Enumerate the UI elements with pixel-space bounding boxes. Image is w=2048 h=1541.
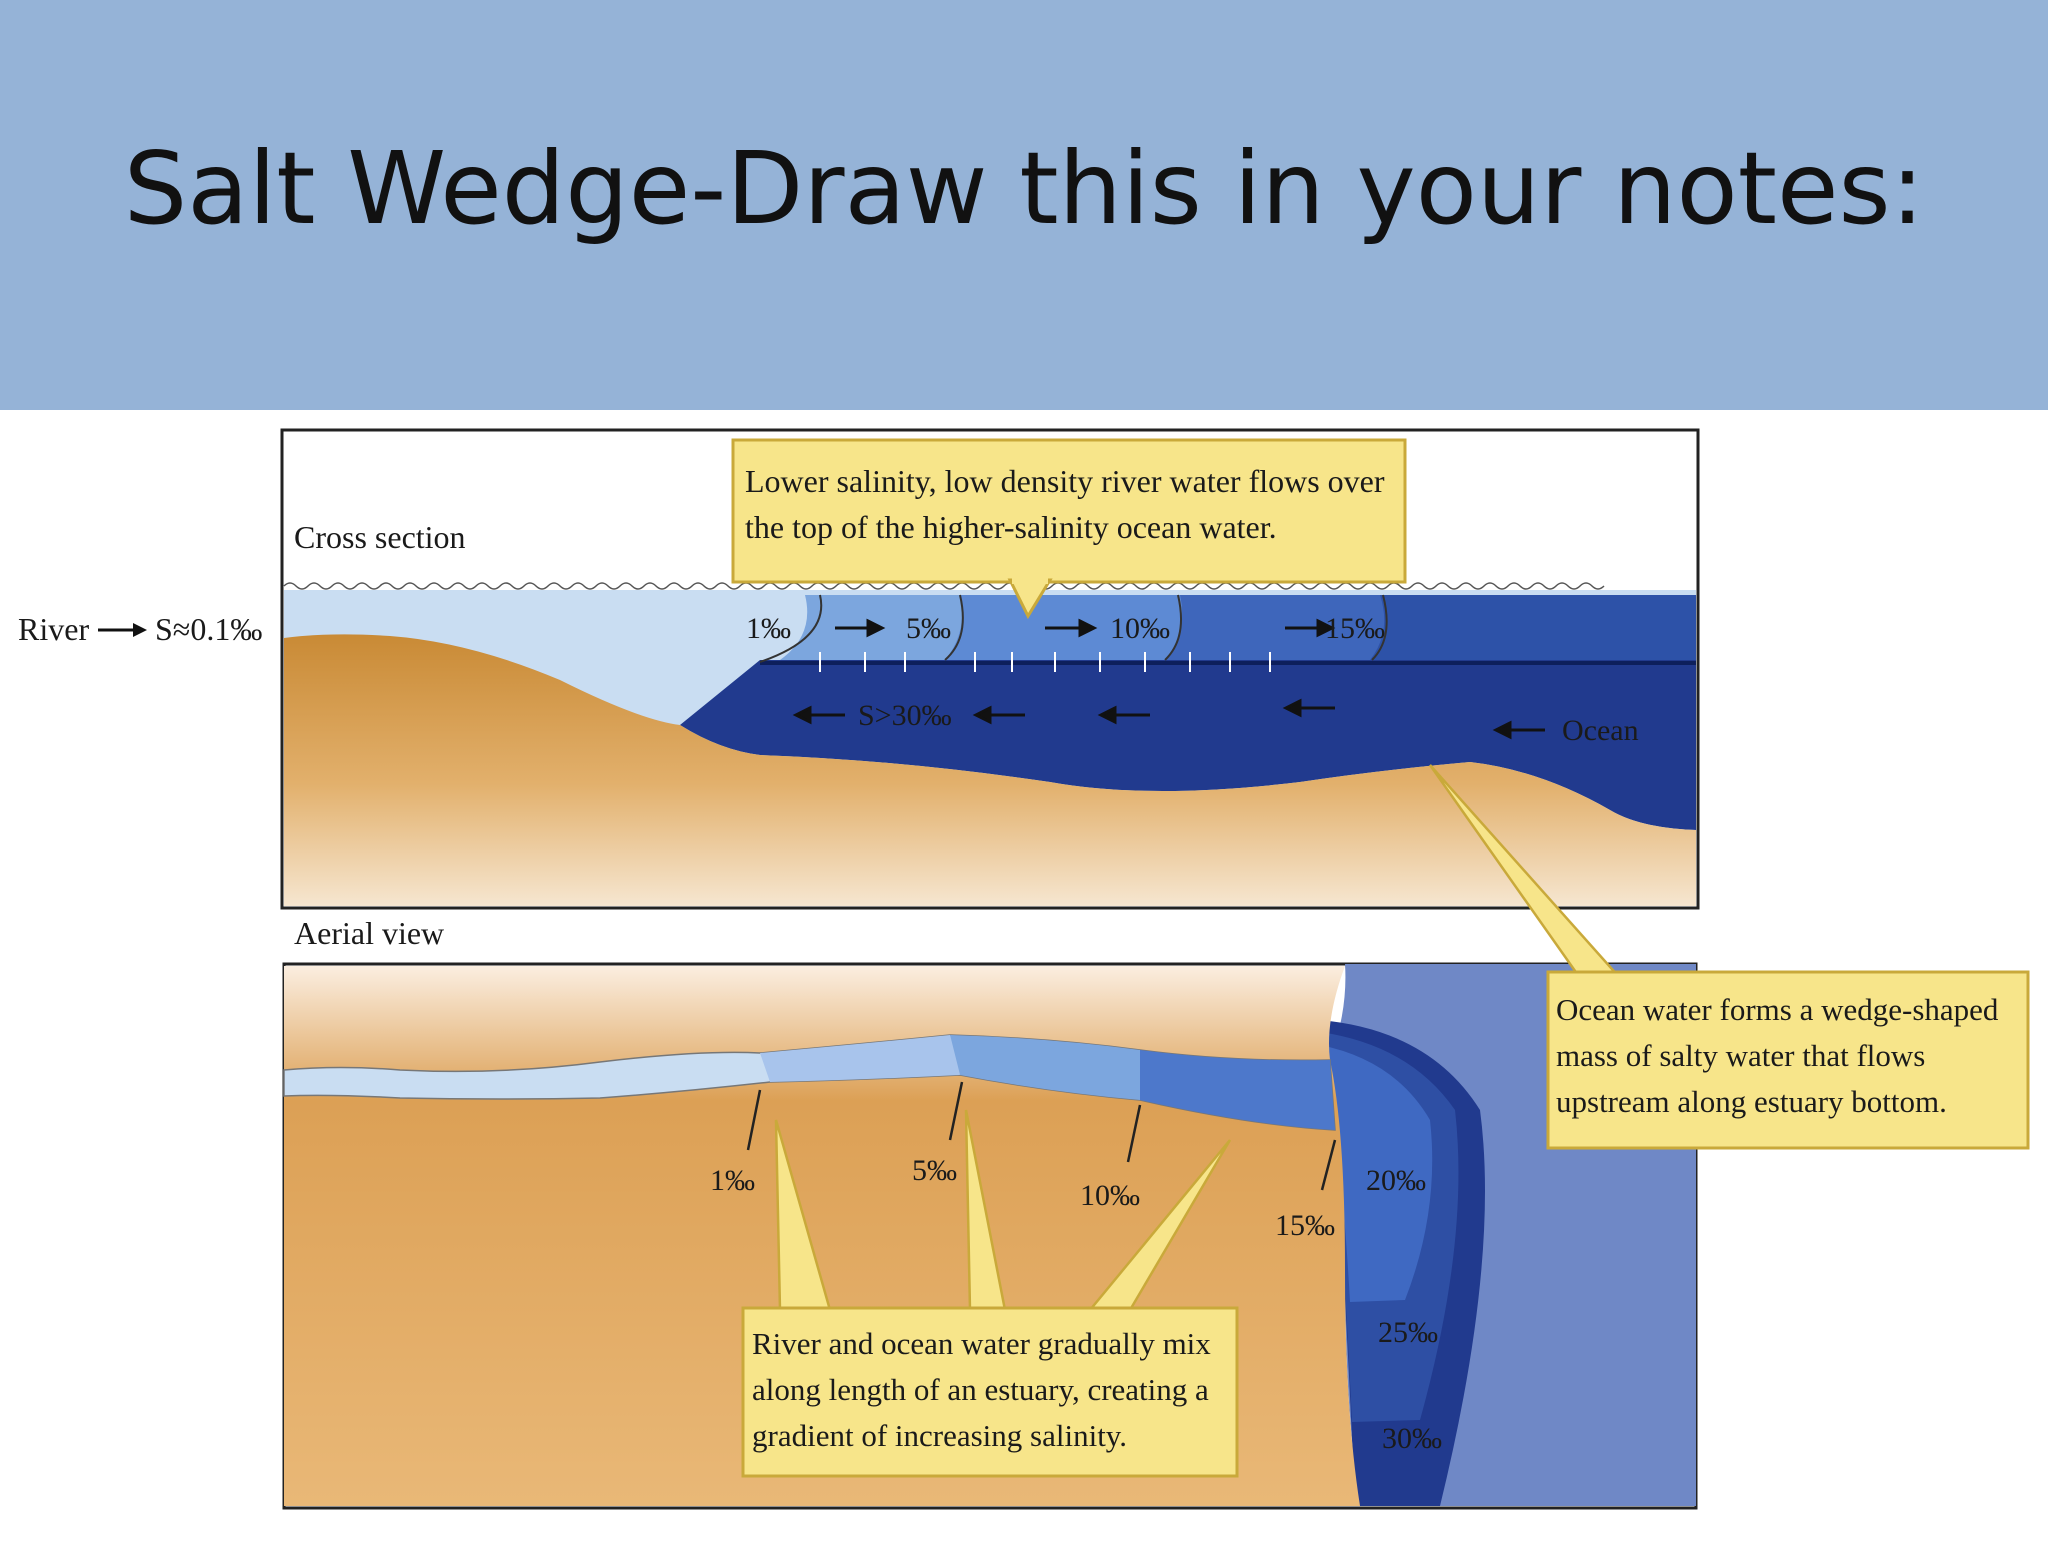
cross-section-label: Cross section [294, 519, 466, 555]
aerial-zone-20 [1320, 1045, 1433, 1302]
callout-bottom-line2: along length of an estuary, creating a [752, 1372, 1209, 1407]
ocean-label: Ocean [1562, 714, 1639, 747]
aerial-label-20: 20‰ [1366, 1164, 1426, 1197]
bottom-salinity-label: S>30‰ [858, 699, 952, 732]
salt-wedge-diagram: Cross section 1‰ 5‰ 10‰ 15‰ S>30‰ Ocean … [18, 428, 2030, 1510]
callout-bottom-line3: gradient of increasing salinity. [752, 1418, 1127, 1453]
aerial-label-1: 1‰ [710, 1164, 755, 1197]
aerial-label-15: 15‰ [1275, 1209, 1335, 1242]
callout-top [731, 438, 1407, 584]
layer-15-outer [1370, 595, 1696, 660]
callout-right [1546, 970, 2030, 1150]
isohaline-label-1: 1‰ [746, 612, 791, 645]
salt-wedge [680, 660, 1696, 830]
isohaline-10 [1164, 594, 1182, 661]
isohaline-5 [944, 594, 964, 661]
river-label: River [18, 611, 89, 647]
aerial-view-panel: 1‰ 5‰ 10‰ 15‰ 20‰ 25‰ 30‰ River and ocea… [282, 962, 1698, 1510]
callout-right-line2: mass of salty water that flows [1556, 1038, 1925, 1073]
river-indicator: River S≈0.1‰ [18, 611, 262, 647]
cross-section-sediment [284, 634, 1696, 906]
aerial-zone-5 [950, 1035, 1140, 1100]
isohaline-label-5: 5‰ [906, 612, 951, 645]
surface-flow-arrows [835, 618, 1336, 638]
slide-header [0, 0, 2048, 410]
bottom-flow-arrows [792, 698, 1545, 740]
callout-right-group: Ocean water forms a wedge-shaped mass of… [1428, 764, 2030, 1150]
salt-wedge-figure: Cross section 1‰ 5‰ 10‰ 15‰ S>30‰ Ocean … [0, 410, 2048, 1536]
aerial-label-5: 5‰ [912, 1154, 957, 1187]
callout-top-line2: the top of the higher-salinity ocean wat… [745, 509, 1277, 545]
river-salinity-label: S≈0.1‰ [155, 611, 262, 647]
callout-right-line3: upstream along estuary bottom. [1556, 1084, 1947, 1119]
isohaline-label-10: 10‰ [1110, 612, 1170, 645]
aerial-label-30: 30‰ [1382, 1422, 1442, 1455]
slide-title: Salt Wedge-Draw this in your notes: [123, 130, 1925, 247]
aerial-view-label: Aerial view [294, 915, 444, 951]
isohaline-label-15: 15‰ [1325, 612, 1385, 645]
aerial-isohaline-ticks [746, 1081, 1337, 1191]
upward-mixing-arrows [819, 652, 1271, 672]
callout-bottom [741, 1306, 1239, 1478]
aerial-zone-10 [1140, 1050, 1335, 1130]
isohaline-15 [1371, 594, 1388, 661]
callout-bottom-line1: River and ocean water gradually mix [752, 1326, 1211, 1361]
isohaline-1 [759, 594, 823, 663]
aerial-label-10: 10‰ [1080, 1179, 1140, 1212]
callout-top-line1: Lower salinity, low density river water … [745, 463, 1385, 499]
water-surface [283, 582, 1605, 590]
aerial-label-25: 25‰ [1378, 1316, 1438, 1349]
callout-right-line1: Ocean water forms a wedge-shaped [1556, 992, 1999, 1027]
aerial-zone-1 [760, 1035, 960, 1082]
